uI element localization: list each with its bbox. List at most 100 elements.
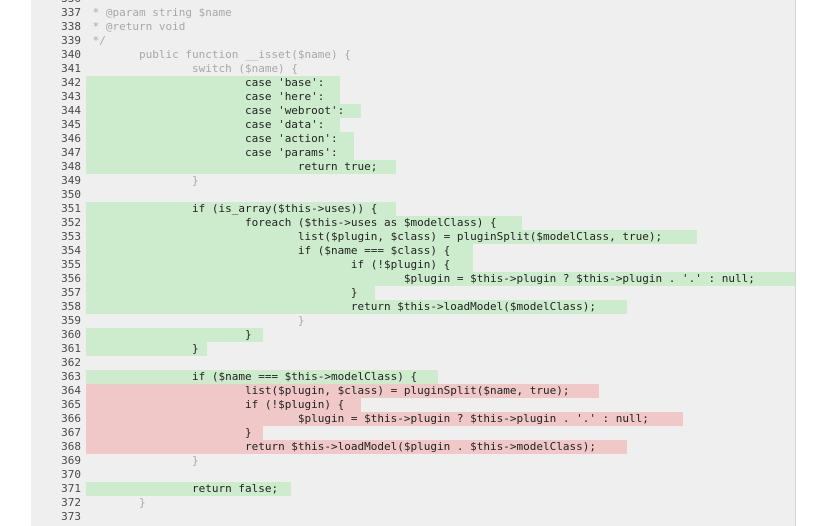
code-line: 346 case 'action': bbox=[31, 132, 795, 146]
line-number: 345 bbox=[61, 118, 81, 131]
covered-highlight bbox=[86, 230, 697, 244]
line-number: 365 bbox=[61, 398, 81, 411]
code-line: 368 return $this->loadModel($plugin . $t… bbox=[31, 440, 795, 454]
code-line: 341 switch ($name) { bbox=[31, 62, 795, 76]
line-number: 342 bbox=[61, 76, 81, 89]
code-text: if (!$plugin) { bbox=[86, 258, 451, 271]
line-number: 360 bbox=[61, 328, 81, 341]
code-text: foreach ($this->uses as $modelClass) { bbox=[86, 216, 497, 229]
code-line: 337 * @param string $name bbox=[31, 6, 795, 20]
line-number: 370 bbox=[61, 468, 81, 481]
code-line: 358 return $this->loadModel($modelClass)… bbox=[31, 300, 795, 314]
line-number: 367 bbox=[61, 426, 81, 439]
code-text: if (!$plugin) { bbox=[86, 398, 345, 411]
code-text: } bbox=[86, 454, 199, 467]
covered-highlight bbox=[86, 342, 207, 356]
code-line: 344 case 'webroot': bbox=[31, 104, 795, 118]
uncovered-highlight bbox=[86, 426, 263, 440]
code-line: 357 } bbox=[31, 286, 795, 300]
code-line: 347 case 'params': bbox=[31, 146, 795, 160]
line-number: 366 bbox=[61, 412, 81, 425]
uncovered-highlight bbox=[86, 440, 627, 454]
uncovered-highlight bbox=[86, 384, 599, 398]
covered-highlight bbox=[86, 258, 473, 272]
line-number: 373 bbox=[61, 510, 81, 523]
line-number: 371 bbox=[61, 482, 81, 495]
code-text: return false; bbox=[86, 482, 279, 495]
line-number: 344 bbox=[61, 104, 81, 117]
code-text: * @return void bbox=[86, 20, 186, 33]
line-number: 357 bbox=[61, 286, 81, 299]
code-line: 345 case 'data': bbox=[31, 118, 795, 132]
code-line: 369 } bbox=[31, 454, 795, 468]
covered-highlight bbox=[86, 118, 340, 132]
line-number: 347 bbox=[61, 146, 81, 159]
code-line: 362 bbox=[31, 356, 795, 370]
code-text: * @param string $name bbox=[86, 6, 232, 19]
code-line: 353 list($plugin, $class) = pluginSplit(… bbox=[31, 230, 795, 244]
covered-highlight bbox=[86, 482, 291, 496]
line-number: 352 bbox=[61, 216, 81, 229]
line-number: 338 bbox=[61, 20, 81, 33]
code-text: $plugin = $this->plugin ? $this->plugin … bbox=[86, 272, 755, 285]
line-number: 364 bbox=[61, 384, 81, 397]
line-number: 343 bbox=[61, 90, 81, 103]
covered-highlight bbox=[86, 300, 627, 314]
code-line: 338 * @return void bbox=[31, 20, 795, 34]
code-line: 371 return false; bbox=[31, 482, 795, 496]
code-text: $plugin = $this->plugin ? $this->plugin … bbox=[86, 412, 649, 425]
code-text: return $this->loadModel($modelClass); bbox=[86, 300, 596, 313]
code-line: 361 } bbox=[31, 342, 795, 356]
code-line: 373 bbox=[31, 510, 795, 524]
code-line: 366 $plugin = $this->plugin ? $this->plu… bbox=[31, 412, 795, 426]
line-number: 346 bbox=[61, 132, 81, 145]
covered-highlight bbox=[86, 286, 375, 300]
code-line: 360 } bbox=[31, 328, 795, 342]
line-number: 361 bbox=[61, 342, 81, 355]
line-number: 368 bbox=[61, 440, 81, 453]
line-number: 356 bbox=[61, 272, 81, 285]
code-text: } bbox=[86, 174, 199, 187]
line-number: 348 bbox=[61, 160, 81, 173]
line-number: 358 bbox=[61, 300, 81, 313]
code-text: */ bbox=[86, 34, 106, 47]
code-text: return $this->loadModel($plugin . $this-… bbox=[86, 440, 596, 453]
covered-highlight bbox=[86, 104, 361, 118]
covered-highlight bbox=[86, 328, 263, 342]
line-number: 363 bbox=[61, 370, 81, 383]
code-text: switch ($name) { bbox=[86, 62, 298, 75]
code-text: } bbox=[86, 286, 358, 299]
code-text: case 'action': bbox=[86, 132, 338, 145]
code-text: return true; bbox=[86, 160, 378, 173]
code-line: 348 return true; bbox=[31, 160, 795, 174]
code-line: 349 } bbox=[31, 174, 795, 188]
line-number: 336 bbox=[31, 0, 81, 6]
line-number: 339 bbox=[61, 34, 81, 47]
uncovered-highlight bbox=[86, 398, 361, 412]
line-number: 354 bbox=[61, 244, 81, 257]
code-text: if ($name === $this->modelClass) { bbox=[86, 370, 418, 383]
line-number: 341 bbox=[61, 62, 81, 75]
code-line: 365 if (!$plugin) { bbox=[31, 398, 795, 412]
covered-highlight bbox=[86, 146, 354, 160]
line-number: 362 bbox=[61, 356, 81, 369]
covered-highlight bbox=[86, 90, 340, 104]
code-line: 352 foreach ($this->uses as $modelClass)… bbox=[31, 216, 795, 230]
code-line: 372 } bbox=[31, 496, 795, 510]
code-text: if (is_array($this->uses)) { bbox=[86, 202, 378, 215]
code-line: 356 $plugin = $this->plugin ? $this->plu… bbox=[31, 272, 795, 286]
line-number: 355 bbox=[61, 258, 81, 271]
code-text: list($plugin, $class) = pluginSplit($mod… bbox=[86, 230, 663, 243]
code-line: 367 } bbox=[31, 426, 795, 440]
code-text: case 'base': bbox=[86, 76, 325, 89]
covered-highlight bbox=[86, 370, 438, 384]
uncovered-highlight bbox=[86, 412, 683, 426]
code-text: } bbox=[86, 314, 305, 327]
line-number: 349 bbox=[61, 174, 81, 187]
code-text: if ($name === $class) { bbox=[86, 244, 451, 257]
code-text: case 'webroot': bbox=[86, 104, 345, 117]
code-text: case 'params': bbox=[86, 146, 338, 159]
line-number: 340 bbox=[61, 48, 81, 61]
code-line: 359 } bbox=[31, 314, 795, 328]
